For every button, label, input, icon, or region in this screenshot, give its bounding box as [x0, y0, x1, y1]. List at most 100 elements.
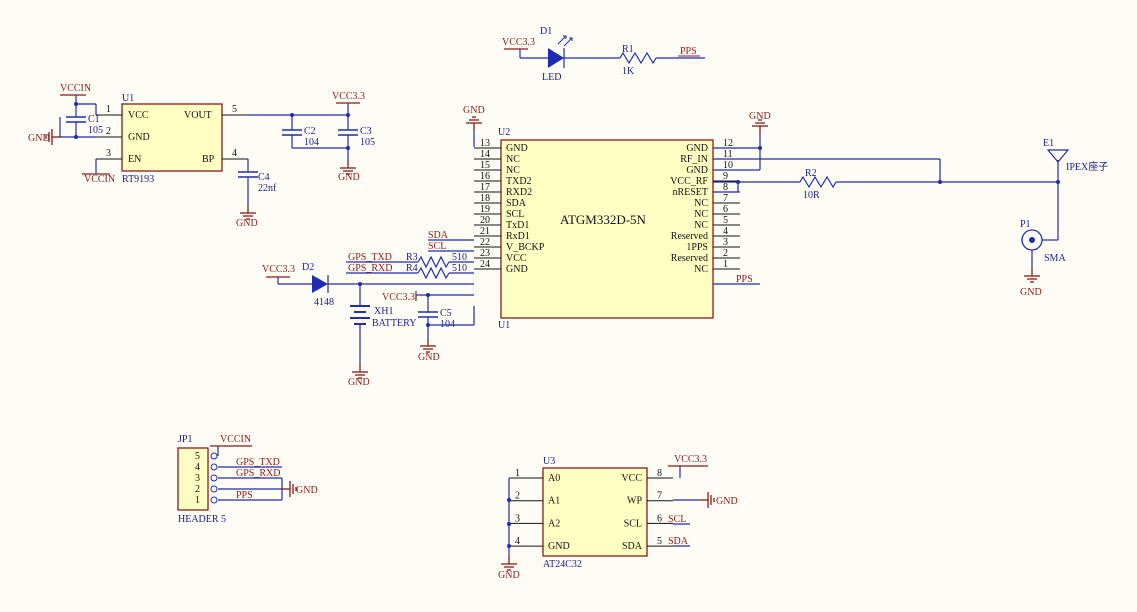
u2-pin-5-name: NC	[694, 220, 708, 231]
u3-pin-1-number: 1	[515, 468, 520, 479]
u1-pin-gnd: GND	[128, 132, 150, 143]
jp1-pin-1-pad	[210, 496, 218, 504]
sda-net-label: SDA	[428, 230, 449, 241]
u2-pin-21-name: RxD1	[506, 231, 530, 242]
u2-pin-14-number: 14	[480, 149, 490, 160]
e1-value: IPEX座子	[1066, 160, 1108, 173]
u2-pin-19-number: 19	[480, 204, 490, 215]
u2-pin-14-name: NC	[506, 154, 520, 165]
d2-value: 4148	[314, 297, 334, 308]
u2-pin-4-name: Reserved	[671, 231, 708, 242]
u2-pin-20-name: TxD1	[506, 220, 529, 231]
led-network: VCC3.3 D1 LED R1 1K PPS	[502, 26, 705, 83]
u2-pin-20-number: 20	[480, 215, 490, 226]
c1-value: 105	[88, 125, 103, 136]
gnd-label-c5: GND	[418, 352, 440, 363]
u1-pin-en: EN	[128, 154, 141, 165]
gnd-label-c4: GND	[236, 218, 258, 229]
u2-pin-23-name: VCC	[506, 253, 527, 264]
r2-designator: R2	[805, 168, 817, 179]
jp1-designator: JP1	[178, 434, 192, 445]
vcc33-label-u2: VCC3.3	[382, 292, 415, 303]
jp1-pin-3-pad	[210, 474, 218, 482]
u3-pin-4-number: 4	[515, 536, 520, 547]
u2-pin-3-name: 1PPS	[686, 242, 708, 253]
u2-pin-21-number: 21	[480, 226, 490, 237]
u2-pin-18-number: 18	[480, 193, 490, 204]
u2-pin-8-name: nRESET	[672, 187, 708, 198]
c2-c3-network: VCC3.3 GND C2 104 C3 105	[248, 91, 375, 183]
rf-ground: GND	[713, 111, 771, 171]
c1-designator: C1	[88, 114, 100, 125]
d2-designator: D2	[302, 262, 314, 273]
u1-part: RT9193	[122, 174, 154, 185]
u1-regulator: U1 RT9193 1 2 3 VCC GND EN 5 4 VOUT BP	[96, 93, 248, 185]
u1-pin-2: 2	[106, 126, 111, 137]
u1-pin-1: 1	[106, 104, 111, 115]
gnd-label-c3: GND	[338, 172, 360, 183]
antenna-icon	[1046, 149, 1070, 163]
jp1-pin-4-number: 4	[195, 462, 200, 473]
u3-pin-2-name: A1	[548, 496, 560, 507]
r1-designator: R1	[622, 44, 634, 55]
u3-pin-5-name: SDA	[622, 541, 643, 552]
r4-value: 510	[452, 263, 467, 274]
pps-net-label-r1: PPS	[680, 46, 697, 57]
c5-designator: C5	[440, 308, 452, 319]
r2-value: 10R	[803, 190, 820, 201]
diode-icon	[312, 275, 328, 293]
u2-pin-23-number: 23	[480, 248, 490, 259]
r3-designator: R3	[406, 252, 418, 263]
u1-pin-5: 5	[232, 104, 237, 115]
u2-pin-1-number: 1	[723, 259, 728, 270]
vccin-label-en: VCCIN	[84, 174, 115, 185]
u2-pin-7-number: 7	[723, 193, 728, 204]
u3-part: AT24C32	[543, 559, 582, 570]
d1-designator: D1	[540, 26, 552, 37]
u1-body	[121, 103, 223, 172]
c1-network: VCCIN GND C1 105 VCCIN	[28, 83, 115, 185]
gnd-label-p1: GND	[1020, 287, 1042, 298]
u2-pin-13-number: 13	[480, 138, 490, 149]
gps-rxd-net-label: GPS_RXD	[348, 263, 392, 274]
jp1-body	[177, 447, 209, 511]
u2-pin-7-name: NC	[694, 198, 708, 209]
gnd-label-jp1: GND	[296, 485, 318, 496]
gps-txd-jp1-label: GPS_TXD	[236, 457, 280, 468]
u3-pin-6-number: 6	[657, 513, 662, 524]
jp1-pin-2-number: 2	[195, 484, 200, 495]
u2-pin-4-number: 4	[723, 226, 728, 237]
u3-pin-7-number: 7	[657, 491, 662, 502]
u3-pin-8-name: VCC	[621, 473, 642, 484]
c2-value: 104	[304, 137, 319, 148]
jp1-part: HEADER 5	[178, 514, 226, 525]
u2-pin-15-name: NC	[506, 165, 520, 176]
u2-pin-17-name: RXD2	[506, 187, 532, 198]
scl-net-label: SCL	[428, 241, 446, 252]
vcc33-label-c3: VCC3.3	[332, 91, 365, 102]
u3-pin-7-name: WP	[627, 496, 642, 507]
u3-pin-3-number: 3	[515, 513, 520, 524]
u2-pin-1-name: NC	[694, 264, 708, 275]
d1-value: LED	[542, 72, 561, 83]
u2-pin-9-number: 9	[723, 171, 728, 182]
u2-pin-18-name: SDA	[506, 198, 527, 209]
u2-pin-3-number: 3	[723, 237, 728, 248]
gnd-label-u3: GND	[498, 570, 520, 581]
r3-resistor-icon	[417, 255, 450, 269]
u2-pin-19-name: SCL	[506, 209, 524, 220]
u2-pin-16-name: TXD2	[506, 176, 532, 187]
u2-pin-17-number: 17	[480, 182, 490, 193]
pps-net-label-u2: PPS	[736, 274, 753, 285]
led-icon	[548, 48, 564, 68]
battery-designator: XH1	[374, 306, 393, 317]
u2-pin-22-name: V_BCKP	[506, 242, 545, 253]
jp1-pin-4-pad	[210, 463, 218, 471]
gnd-label-u2: GND	[463, 105, 485, 116]
u3-pin-6-name: SCL	[624, 518, 642, 529]
